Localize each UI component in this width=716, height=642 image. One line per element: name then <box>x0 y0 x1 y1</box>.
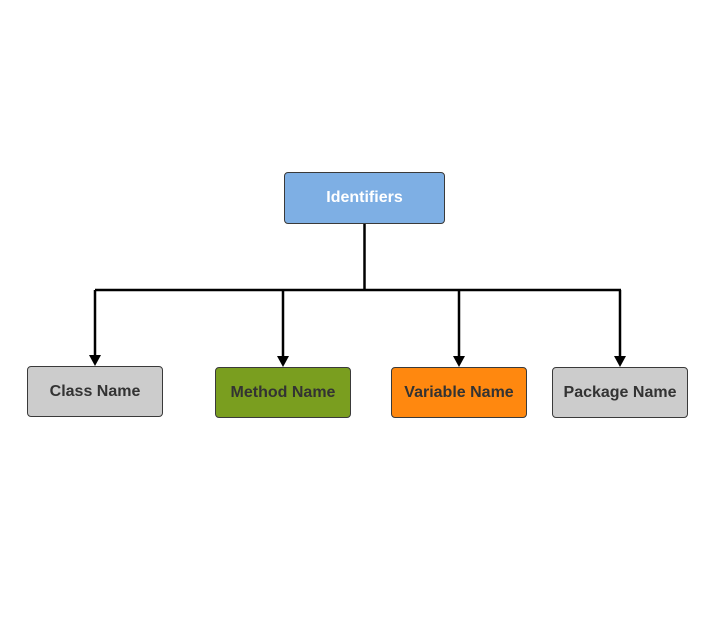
identifiers-node: Identifiers <box>284 172 445 224</box>
class-name-node-label: Class Name <box>49 382 141 400</box>
method-name-node-label: Method Name <box>230 383 336 401</box>
variable-name-node-label: Variable Name <box>404 383 514 401</box>
package-name-node-label: Package Name <box>563 383 677 401</box>
arrowhead-package <box>614 356 626 367</box>
arrowhead-variable <box>453 356 465 367</box>
method-name-node: Method Name <box>215 367 351 418</box>
class-name-node: Class Name <box>27 366 163 417</box>
package-name-node: Package Name <box>552 367 688 418</box>
identifiers-node-label: Identifiers <box>326 189 403 206</box>
arrowhead-class <box>89 355 101 366</box>
variable-name-node: Variable Name <box>391 367 527 418</box>
arrowhead-method <box>277 356 289 367</box>
